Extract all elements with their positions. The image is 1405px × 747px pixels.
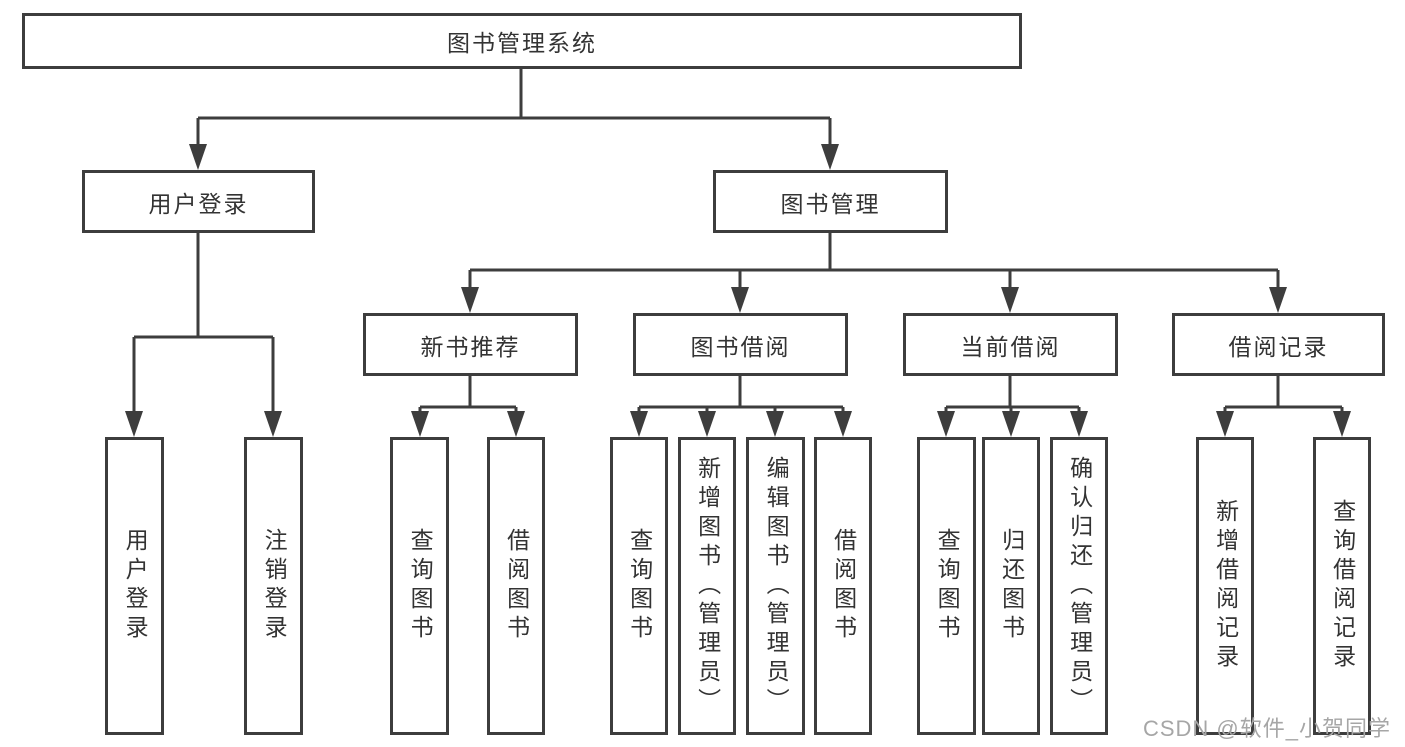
leaf-borrow-book: 借阅图书 (487, 437, 545, 735)
node-label: 当前借阅 (960, 333, 1061, 360)
leaf-label: 编辑图书（管理员） (763, 455, 790, 717)
leaf-label: 注销登录 (261, 528, 288, 644)
leaf-confirm-return-admin: 确认归还（管理员） (1050, 437, 1108, 735)
node-book-management: 图书管理 (713, 170, 948, 233)
csdn-watermark: CSDN @软件_小贺同学 (1142, 716, 1391, 741)
leaf-label: 用户登录 (122, 528, 149, 644)
leaf-edit-book-admin: 编辑图书（管理员） (746, 437, 805, 735)
leaf-label: 借阅图书 (503, 528, 530, 644)
leaf-label: 查询借阅记录 (1329, 499, 1356, 673)
leaf-borrow-book: 借阅图书 (814, 437, 872, 735)
leaf-query-borrow-record: 查询借阅记录 (1313, 437, 1371, 735)
leaf-query-book: 查询图书 (390, 437, 449, 735)
node-label: 借阅记录 (1228, 333, 1329, 360)
leaf-add-borrow-record: 新增借阅记录 (1196, 437, 1254, 735)
node-current-borrow: 当前借阅 (903, 313, 1118, 376)
node-label: 图书借阅 (690, 333, 791, 360)
leaf-query-book: 查询图书 (917, 437, 976, 735)
node-label: 新书推荐 (420, 333, 521, 360)
node-label: 图书管理系统 (447, 30, 597, 56)
node-book-borrow: 图书借阅 (633, 313, 848, 376)
leaf-query-book: 查询图书 (610, 437, 668, 735)
leaf-label: 新增借阅记录 (1212, 499, 1239, 673)
node-label: 用户登录 (148, 190, 249, 217)
leaf-add-book-admin: 新增图书（管理员） (678, 437, 736, 735)
leaf-return-book: 归还图书 (982, 437, 1040, 735)
leaf-label: 确认归还（管理员） (1066, 455, 1093, 717)
leaf-label: 查询图书 (407, 528, 434, 644)
leaf-label: 查询图书 (626, 528, 653, 644)
node-label: 图书管理 (780, 190, 881, 217)
node-user-login: 用户登录 (82, 170, 315, 233)
leaf-user-login: 用户登录 (105, 437, 164, 735)
leaf-label: 查询图书 (934, 528, 961, 644)
leaf-label: 新增图书（管理员） (694, 455, 721, 717)
node-borrow-records: 借阅记录 (1172, 313, 1385, 376)
leaf-label: 归还图书 (998, 528, 1025, 644)
leaf-label: 借阅图书 (830, 528, 857, 644)
node-root-system: 图书管理系统 (22, 13, 1022, 69)
leaf-logout: 注销登录 (244, 437, 303, 735)
node-new-book-recommend: 新书推荐 (363, 313, 578, 376)
